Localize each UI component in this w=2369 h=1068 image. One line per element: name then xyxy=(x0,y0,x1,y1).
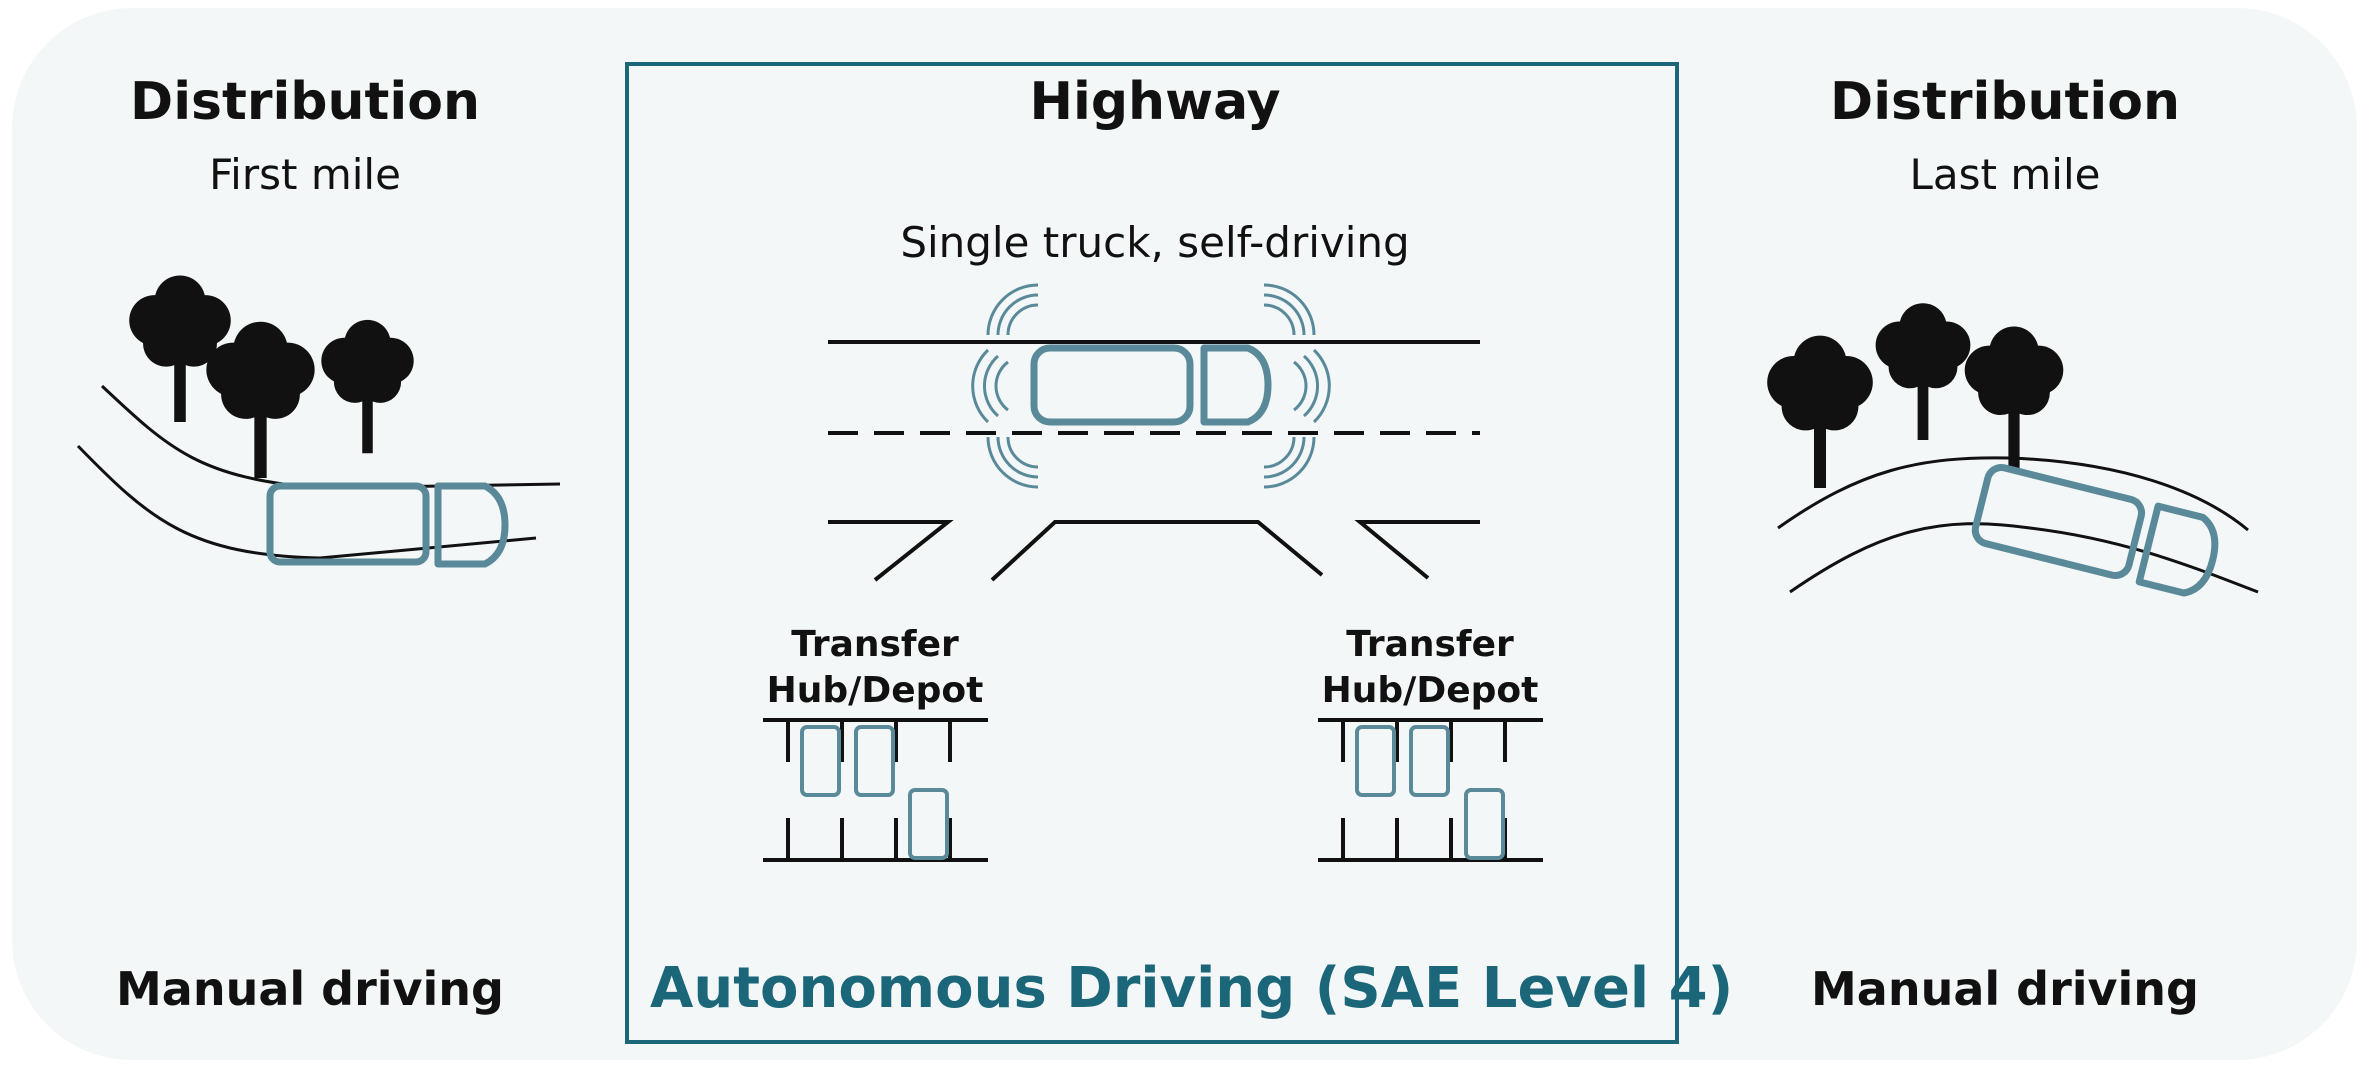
road-icon xyxy=(828,520,954,582)
parking-lot-icon xyxy=(1318,718,1543,862)
center-subtitle: Single truck, self-driving xyxy=(900,218,1410,267)
hub-right-line2: Hub/Depot xyxy=(1321,670,1539,711)
truck-icon xyxy=(1464,788,1505,860)
road-icon xyxy=(1777,456,2249,532)
road-icon xyxy=(1789,522,2259,594)
tree-icon xyxy=(206,321,315,478)
tree-icon xyxy=(129,275,231,422)
road-icon xyxy=(100,384,561,490)
left-title: Distribution xyxy=(130,72,480,132)
truck-icon xyxy=(1409,725,1450,797)
truck-icon xyxy=(1030,344,1272,426)
highway-scene xyxy=(763,283,1543,862)
highway-frame xyxy=(625,62,1679,1044)
hub-left-label: Transfer Hub/Depot xyxy=(745,622,1005,714)
truck-icon xyxy=(266,482,509,568)
sensor-wave-icon xyxy=(971,283,1331,489)
right-footer: Manual driving xyxy=(1811,962,2199,1016)
truck-icon xyxy=(854,725,895,797)
center-title: Highway xyxy=(1029,72,1281,132)
parking-lot-icon xyxy=(763,718,988,862)
hub-left-line1: Transfer xyxy=(791,624,959,665)
hub-right-line1: Transfer xyxy=(1346,624,1514,665)
truck-icon xyxy=(800,725,841,797)
truck-icon xyxy=(1971,464,2219,597)
right-scene xyxy=(1767,303,2259,597)
road-icon xyxy=(1354,520,1480,580)
road-icon xyxy=(76,444,537,560)
truck-icon xyxy=(1355,725,1396,797)
left-scene xyxy=(76,275,561,568)
tree-icon xyxy=(321,319,414,454)
left-footer: Manual driving xyxy=(116,962,504,1016)
center-footer: Autonomous Driving (SAE Level 4) xyxy=(650,956,1734,1021)
truck-icon xyxy=(908,788,949,860)
left-subtitle: First mile xyxy=(209,150,401,199)
hub-left-line2: Hub/Depot xyxy=(766,670,984,711)
tree-icon xyxy=(1875,303,1971,440)
background-panel xyxy=(12,8,2357,1060)
right-title: Distribution xyxy=(1830,72,2180,132)
road-icon xyxy=(990,520,1324,582)
tree-icon xyxy=(1767,335,1873,488)
tree-icon xyxy=(1964,326,2064,469)
right-subtitle: Last mile xyxy=(1909,150,2101,199)
hub-right-label: Transfer Hub/Depot xyxy=(1300,622,1560,714)
